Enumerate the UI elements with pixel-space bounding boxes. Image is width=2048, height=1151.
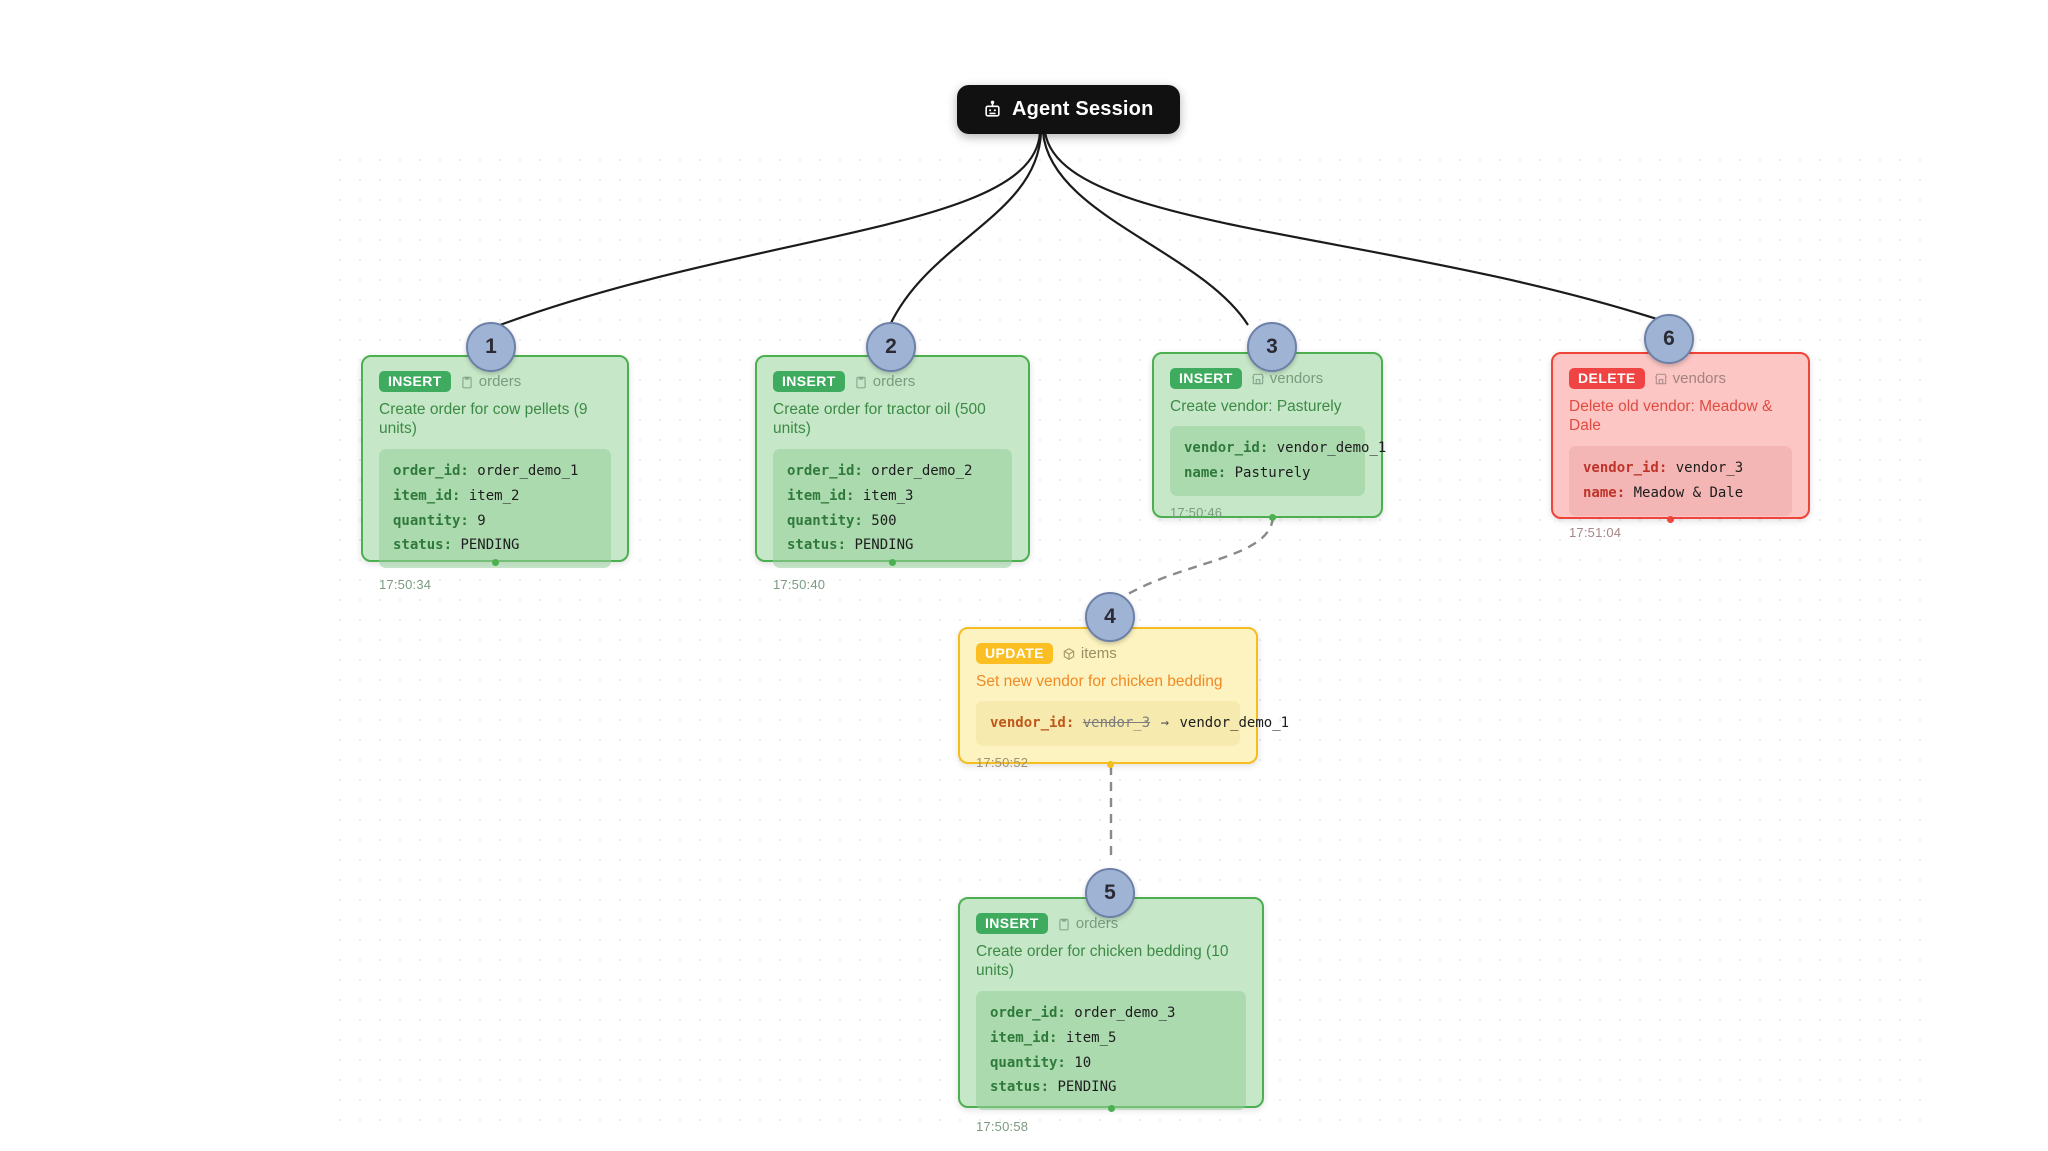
data-row: vendor_id: vendor_3 → vendor_demo_1: [990, 715, 1290, 732]
card-3-bottom-handle[interactable]: [1269, 514, 1276, 521]
store-icon: [1251, 373, 1264, 384]
card-6-bottom-handle[interactable]: [1667, 516, 1674, 523]
card-1-bottom-handle[interactable]: [492, 559, 499, 566]
card-2-bottom-handle[interactable]: [889, 559, 896, 566]
clipboard-icon: [1059, 918, 1069, 930]
data-block: order_id: order_demo_2 item_id: item_3 q…: [773, 448, 1012, 569]
data-row: quantity: 500: [787, 512, 897, 529]
table-reference: orders: [460, 373, 522, 390]
clipboard-icon: [462, 376, 472, 388]
card-title: Set new vendor for chicken bedding: [976, 673, 1223, 690]
edge-root-to-3: [1041, 131, 1249, 326]
table-reference: vendors: [1251, 370, 1323, 387]
change-arrow-icon: →: [1160, 715, 1170, 732]
step-card-3[interactable]: INSERT vendors Create vendor: Pasturely …: [1152, 352, 1387, 521]
card-title: Delete old vendor: Meadow & Dale: [1569, 398, 1773, 435]
data-row: item_id: item_5: [990, 1029, 1117, 1046]
data-row: vendor_id: vendor_3: [1583, 459, 1744, 476]
step-badge-5[interactable]: 5: [1085, 868, 1135, 918]
clipboard-icon: [856, 376, 866, 388]
card-title: Create order for chicken bedding (10 uni…: [976, 943, 1229, 980]
data-block: vendor_id: vendor_demo_1 name: Pasturely: [1170, 426, 1387, 497]
previous-value: vendor_3: [1082, 715, 1151, 732]
table-reference: vendors: [1654, 370, 1726, 387]
card-header: DELETE vendors: [1569, 368, 1792, 389]
data-row: order_id: order_demo_2: [787, 462, 973, 479]
agent-session-node[interactable]: Agent Session: [957, 85, 1180, 134]
data-row: status: PENDING: [787, 537, 914, 554]
table-name: orders: [478, 373, 522, 390]
step-badge-1[interactable]: 1: [466, 322, 516, 372]
step-badge-3[interactable]: 3: [1247, 322, 1297, 372]
step-card-1[interactable]: INSERT orders Create order for cow pelle…: [361, 355, 629, 592]
operation-badge: INSERT: [379, 371, 451, 392]
card-5-bottom-handle[interactable]: [1108, 1105, 1115, 1112]
table-reference: orders: [1057, 915, 1119, 932]
agent-session-label: Agent Session: [1012, 98, 1154, 120]
table-name: vendors: [1269, 370, 1324, 387]
timestamp: 17:51:04: [1569, 524, 1622, 540]
edge-root-to-6: [1043, 131, 1661, 322]
timestamp: 17:50:40: [773, 577, 826, 593]
data-row: name: Pasturely: [1184, 465, 1311, 482]
data-block: vendor_id: vendor_3 → vendor_demo_1: [976, 701, 1290, 747]
data-row: quantity: 9: [393, 512, 486, 529]
store-icon: [1654, 373, 1667, 384]
card-title: Create order for tractor oil (500 units): [773, 401, 986, 438]
step-card-5[interactable]: INSERT orders Create order for chicken b…: [958, 897, 1264, 1134]
card-title: Create order for cow pellets (9 units): [379, 401, 588, 438]
card-header: UPDATE items: [976, 643, 1240, 664]
operation-badge: UPDATE: [976, 643, 1053, 664]
card-4-bottom-handle[interactable]: [1107, 761, 1114, 768]
edge-root-to-2: [889, 131, 1043, 326]
step-card-2[interactable]: INSERT orders Create order for tractor o…: [755, 355, 1030, 592]
card-title: Create vendor: Pasturely: [1170, 398, 1342, 415]
data-row: status: PENDING: [393, 537, 520, 554]
timestamp: 17:50:58: [976, 1119, 1029, 1135]
step-card-6[interactable]: DELETE vendors Delete old vendor: Meadow…: [1551, 352, 1810, 540]
package-icon: [1063, 647, 1075, 660]
timestamp: 17:50:46: [1170, 505, 1223, 521]
data-row: item_id: item_3: [787, 487, 914, 504]
card-header: INSERT orders: [976, 913, 1246, 934]
operation-badge: INSERT: [976, 913, 1048, 934]
timestamp: 17:50:52: [976, 755, 1029, 771]
timestamp: 17:50:34: [379, 577, 432, 593]
edge-3-to-4: [1117, 516, 1275, 602]
card-header: INSERT orders: [773, 371, 1012, 392]
table-name: orders: [872, 373, 916, 390]
operation-badge: DELETE: [1569, 368, 1645, 389]
edge-root-to-1: [499, 131, 1042, 327]
data-row: item_id: item_2: [393, 487, 520, 504]
step-card-4[interactable]: UPDATE items Set new vendor for chicken …: [958, 627, 1290, 770]
data-block: order_id: order_demo_1 item_id: item_2 q…: [379, 448, 611, 569]
card-header: INSERT vendors: [1170, 368, 1365, 389]
data-row: order_id: order_demo_3: [990, 1004, 1176, 1021]
data-row: vendor_id: vendor_demo_1: [1184, 440, 1387, 457]
table-reference: items: [1062, 645, 1117, 662]
data-row: quantity: 10: [990, 1054, 1092, 1071]
table-name: vendors: [1672, 370, 1727, 387]
operation-badge: INSERT: [1170, 368, 1242, 389]
table-reference: orders: [854, 373, 916, 390]
step-badge-4[interactable]: 4: [1085, 592, 1135, 642]
robot-icon: [983, 100, 1002, 119]
data-row: status: PENDING: [990, 1079, 1117, 1096]
data-row: order_id: order_demo_1: [393, 462, 579, 479]
step-badge-2[interactable]: 2: [866, 322, 916, 372]
operation-badge: INSERT: [773, 371, 845, 392]
table-name: orders: [1075, 915, 1119, 932]
step-badge-6[interactable]: 6: [1644, 314, 1694, 364]
data-block: vendor_id: vendor_3 name: Meadow & Dale: [1569, 445, 1792, 516]
data-block: order_id: order_demo_3 item_id: item_5 q…: [976, 990, 1246, 1111]
card-header: INSERT orders: [379, 371, 611, 392]
data-row: name: Meadow & Dale: [1583, 484, 1744, 501]
table-name: items: [1080, 645, 1117, 662]
